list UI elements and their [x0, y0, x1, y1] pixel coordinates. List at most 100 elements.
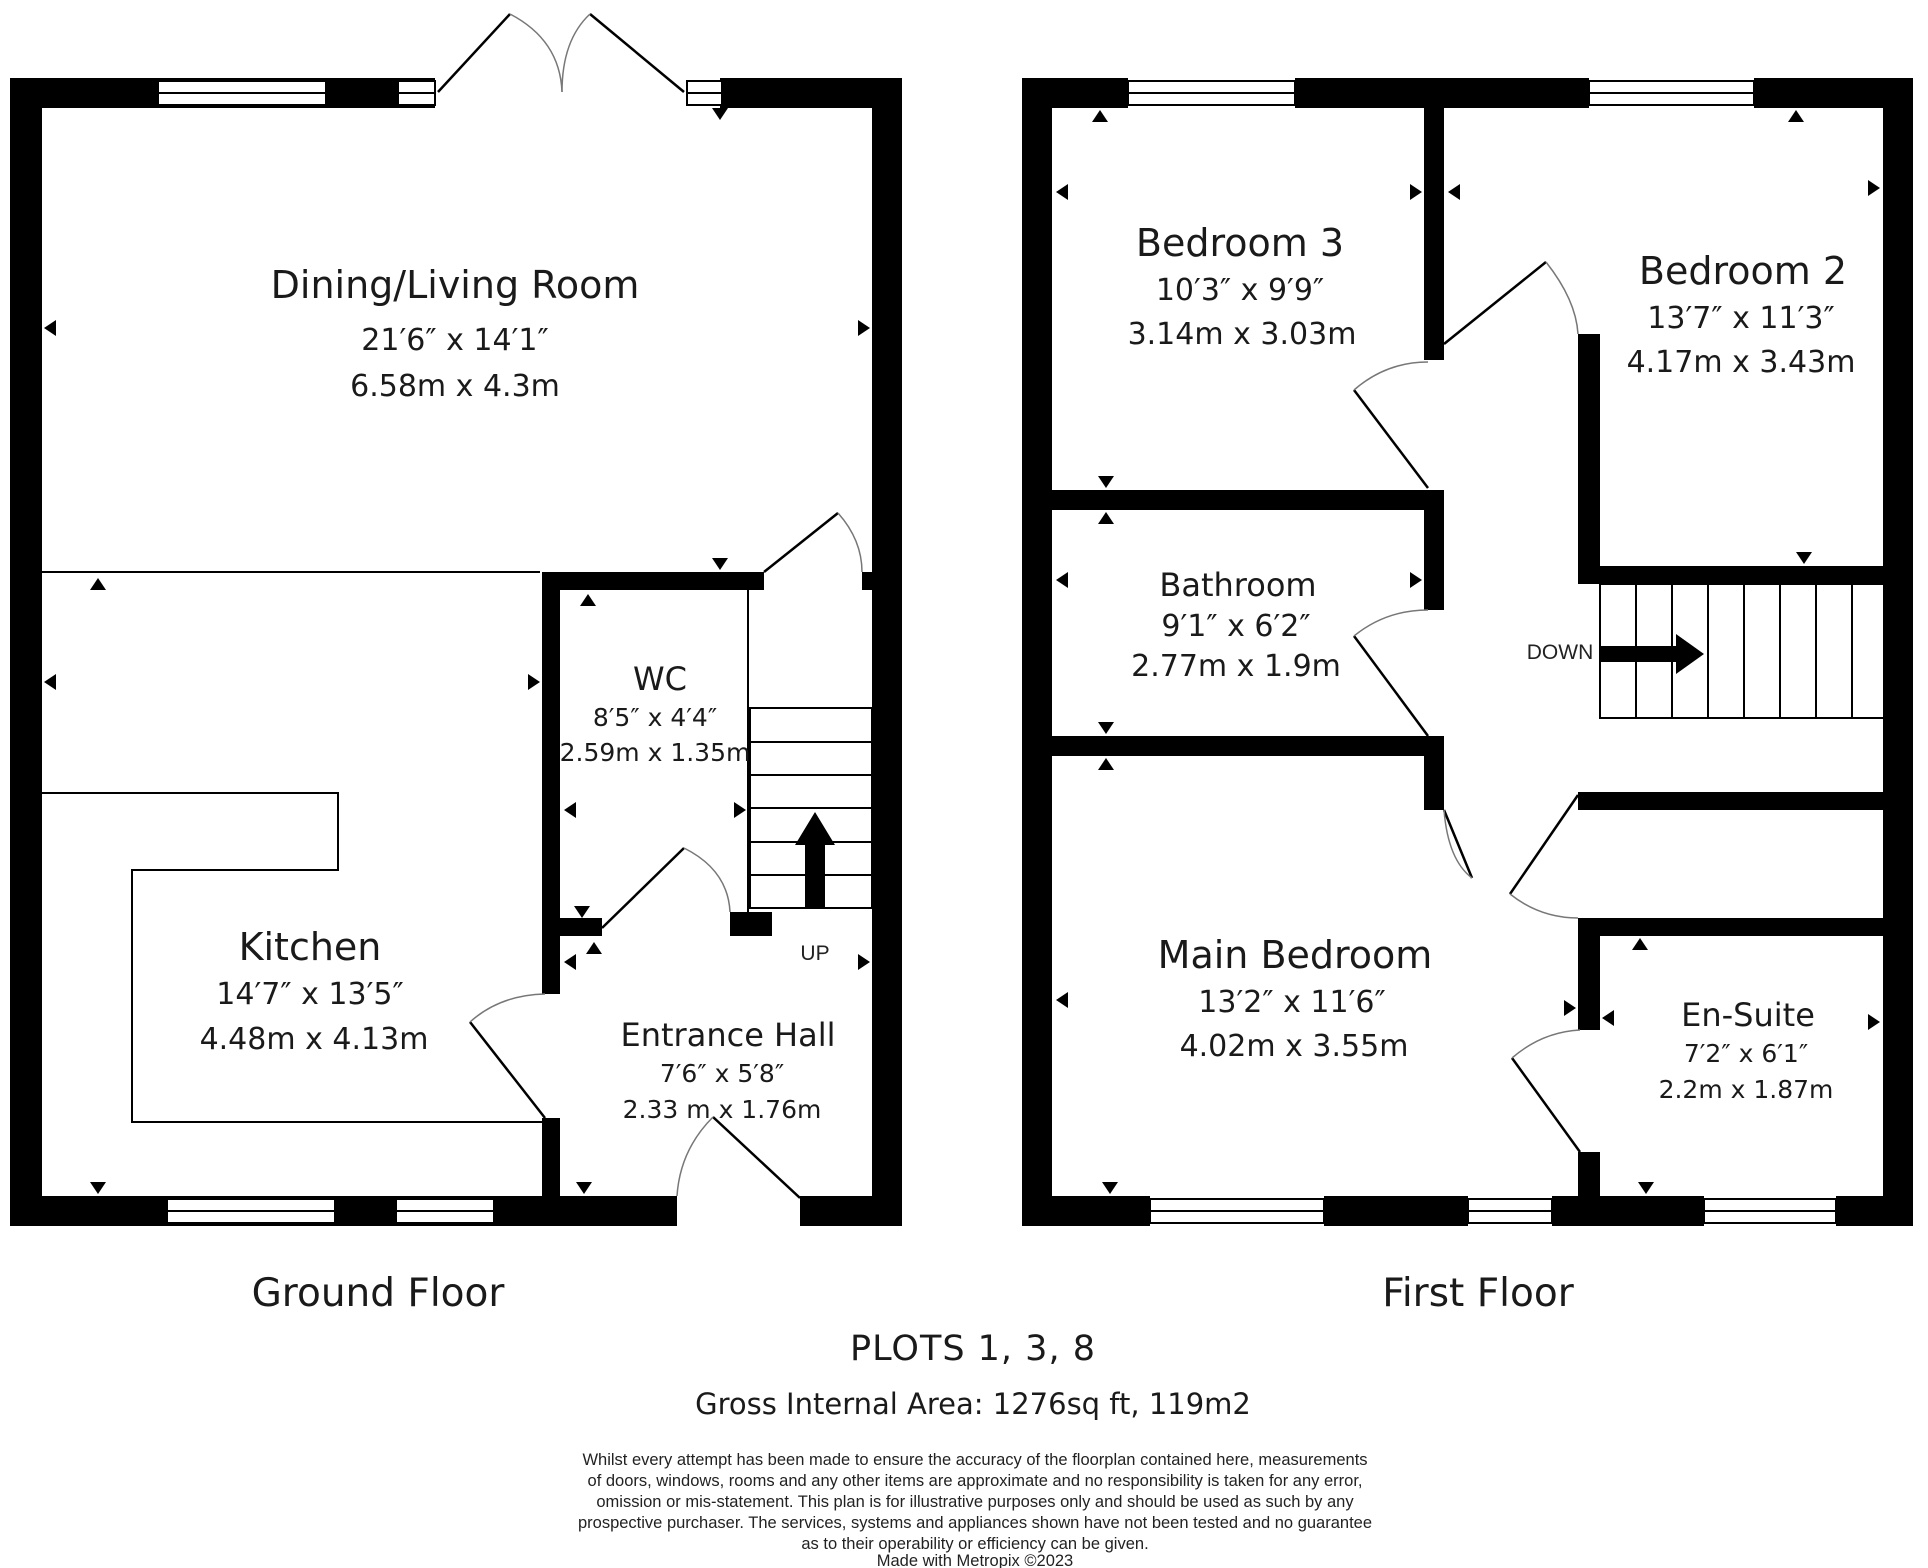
wall — [542, 572, 560, 994]
disclaimer: Whilst every attempt has been made to en… — [578, 1451, 1372, 1568]
wall — [560, 918, 602, 936]
disclaimer-line: Whilst every attempt has been made to en… — [582, 1451, 1367, 1469]
disclaimer-line: omission or mis-statement. This plan is … — [596, 1493, 1354, 1511]
dimension-arrow-icon — [586, 942, 602, 954]
wall — [1578, 566, 1898, 584]
room-dimensions-metric: 6.58m x 4.3m — [350, 369, 560, 404]
room-name: Main Bedroom — [1158, 933, 1433, 977]
first-floor-stairs — [1599, 583, 1893, 719]
gross-internal-area: Gross Internal Area: 1276sq ft, 119m2 — [695, 1387, 1251, 1421]
room-name: Bedroom 3 — [1136, 221, 1344, 265]
dimension-arrow-icon — [1638, 1182, 1654, 1194]
dimension-arrow-icon — [1410, 572, 1422, 588]
dimension-arrow-icon — [44, 674, 56, 690]
dimension-arrow-icon — [90, 578, 106, 590]
dimension-arrow-icon — [564, 954, 576, 970]
room-name: WC — [633, 660, 687, 698]
room-label-ensuite: En-Suite 7′2″ x 6′1″ 2.2m x 1.87m — [1659, 996, 1834, 1104]
dimension-arrow-icon — [858, 954, 870, 970]
stairs-down-label: DOWN — [1527, 641, 1594, 664]
room-label-hall: Entrance Hall 7′6″ x 5′8″ 2.33 m x 1.76m — [621, 1016, 836, 1124]
room-dimensions-metric: 2.59m x 1.35m — [560, 738, 751, 767]
room-dimensions-imperial: 9′1″ x 6′2″ — [1161, 609, 1310, 644]
wall — [1052, 736, 1442, 756]
wall — [1578, 1152, 1600, 1202]
bathroom-door — [1352, 609, 1430, 737]
dimension-arrow-icon — [1056, 184, 1068, 200]
window — [397, 80, 436, 106]
wall — [1022, 1196, 1150, 1226]
dimension-arrow-icon — [1448, 184, 1460, 200]
dining-door — [763, 512, 863, 573]
room-name: Entrance Hall — [621, 1016, 836, 1054]
wall — [1552, 1196, 1704, 1226]
first-floor-label: First Floor — [1382, 1271, 1574, 1316]
dimension-arrow-icon — [734, 802, 746, 818]
dimension-arrow-icon — [1056, 572, 1068, 588]
wall — [542, 1118, 560, 1198]
window — [166, 1198, 336, 1224]
dimension-arrow-icon — [1564, 1000, 1576, 1016]
room-dimensions-metric: 2.77m x 1.9m — [1131, 649, 1341, 684]
up-arrow-icon — [795, 812, 835, 908]
dimension-arrow-icon — [858, 320, 870, 336]
down-arrow-icon — [1600, 634, 1704, 674]
window — [686, 80, 723, 106]
kitchen-door — [469, 993, 546, 1119]
dimension-arrow-icon — [528, 674, 540, 690]
room-label-bedroom3: Bedroom 3 10′3″ x 9′9″ 3.14m x 3.03m — [1128, 221, 1357, 352]
room-dimensions-imperial: 14′7″ x 13′5″ — [216, 977, 403, 1012]
wall — [862, 572, 874, 590]
room-name: Bathroom — [1159, 566, 1316, 604]
wall — [800, 1196, 902, 1226]
window — [1703, 1198, 1837, 1224]
dimension-arrow-icon — [574, 906, 590, 918]
wall — [1578, 792, 1898, 810]
room-name: Bedroom 2 — [1639, 249, 1847, 293]
room-name: Kitchen — [239, 925, 382, 969]
window — [1127, 80, 1296, 106]
wall — [10, 1196, 677, 1226]
room-dimensions-imperial: 7′2″ x 6′1″ — [1684, 1039, 1808, 1068]
dimension-arrow-icon — [1868, 180, 1880, 196]
bedroom3-door — [1353, 361, 1429, 489]
ground-floor-plan — [10, 13, 902, 1226]
ground-floor-label: Ground Floor — [252, 1271, 506, 1316]
dimension-arrow-icon — [564, 802, 576, 818]
room-dimensions-metric: 2.33 m x 1.76m — [623, 1095, 822, 1124]
dimension-arrow-icon — [90, 1182, 106, 1194]
room-dimensions-metric: 3.14m x 3.03m — [1128, 317, 1357, 352]
credit-line: Made with Metropix ©2023 — [877, 1552, 1074, 1568]
wall — [872, 78, 902, 1226]
wall — [1578, 918, 1600, 1030]
room-label-wc: WC 8′5″ x 4′4″ 2.59m x 1.35m — [560, 660, 751, 767]
room-label-kitchen: Kitchen 14′7″ x 13′5″ 4.48m x 4.13m — [200, 925, 429, 1057]
dimension-arrow-icon — [1098, 476, 1114, 488]
dimension-arrow-icon — [576, 1182, 592, 1194]
room-dimensions-metric: 4.02m x 3.55m — [1180, 1029, 1409, 1064]
dimension-arrow-icon — [712, 108, 728, 120]
first-floor-plan — [1022, 78, 1913, 1226]
dimension-arrow-icon — [1092, 110, 1108, 122]
main-bedroom-door — [1442, 809, 1474, 879]
bedroom2-door — [1443, 261, 1579, 345]
room-label-dining: Dining/Living Room 21′6″ x 14′1″ 6.58m x… — [271, 263, 640, 404]
room-label-bedroom2: Bedroom 2 13′7″ x 11′3″ 4.17m x 3.43m — [1627, 249, 1856, 380]
wc-door — [601, 847, 731, 929]
wall — [1424, 736, 1444, 810]
window — [1467, 1198, 1553, 1224]
dimension-arrow-icon — [1098, 512, 1114, 524]
dimension-arrow-icon — [1102, 1182, 1118, 1194]
wall — [730, 912, 772, 936]
room-label-bathroom: Bathroom 9′1″ x 6′2″ 2.77m x 1.9m — [1131, 566, 1341, 684]
wall — [1836, 1196, 1913, 1226]
kitchen-worktop — [42, 792, 546, 1123]
wall — [1324, 1196, 1468, 1226]
stairs-up-label: UP — [800, 942, 829, 965]
room-dimensions-metric: 2.2m x 1.87m — [1659, 1075, 1834, 1104]
ground-stairs — [749, 707, 873, 909]
room-dimensions-imperial: 7′6″ x 5′8″ — [660, 1059, 784, 1088]
wall — [542, 572, 764, 590]
dimension-arrow-icon — [44, 320, 56, 336]
